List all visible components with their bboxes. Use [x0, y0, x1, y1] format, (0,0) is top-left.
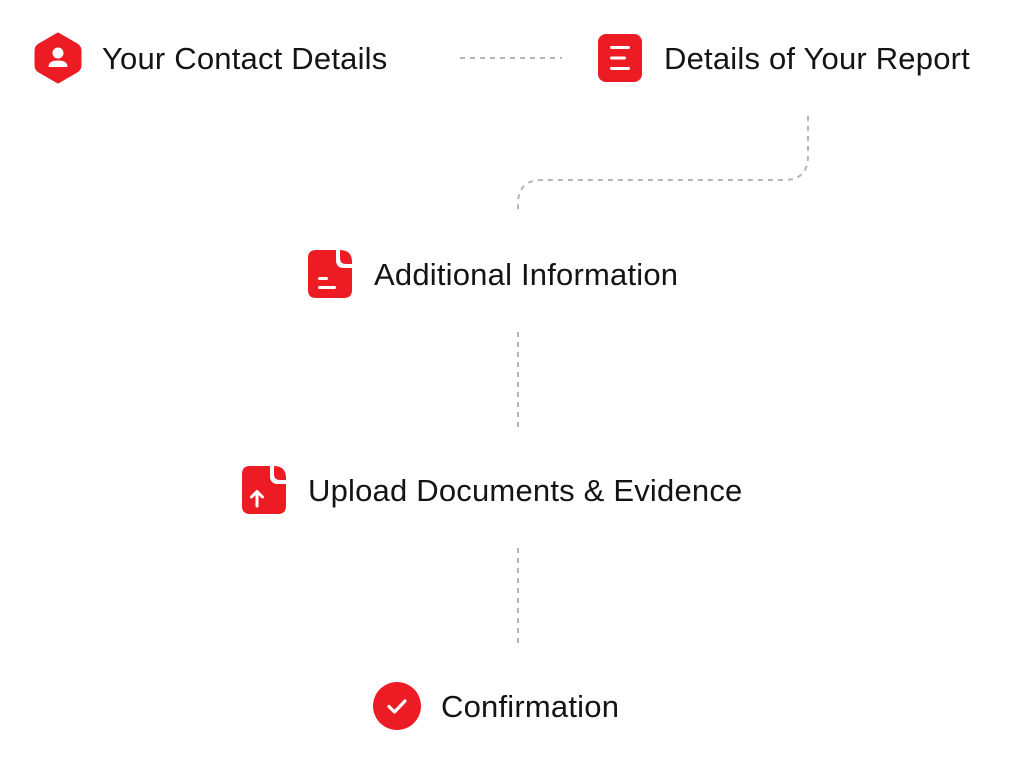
step-label: Confirmation: [441, 688, 620, 724]
step-label: Your Contact Details: [102, 40, 388, 76]
step-confirmation: Confirmation: [373, 680, 619, 732]
step-additional-information: Additional Information: [306, 248, 678, 300]
step-label: Details of Your Report: [664, 40, 970, 76]
step-report-details: Details of Your Report: [596, 32, 970, 84]
step-contact-details: Your Contact Details: [34, 32, 387, 84]
document-lines-icon: [596, 32, 644, 84]
user-hexagon-icon: [34, 32, 82, 84]
connector-2-3: [517, 116, 809, 212]
document-note-icon: [306, 248, 354, 300]
check-circle-icon: [373, 680, 421, 732]
step-upload-documents: Upload Documents & Evidence: [240, 464, 742, 516]
document-upload-icon: [240, 464, 288, 516]
step-label: Upload Documents & Evidence: [308, 472, 743, 508]
step-label: Additional Information: [374, 256, 679, 292]
